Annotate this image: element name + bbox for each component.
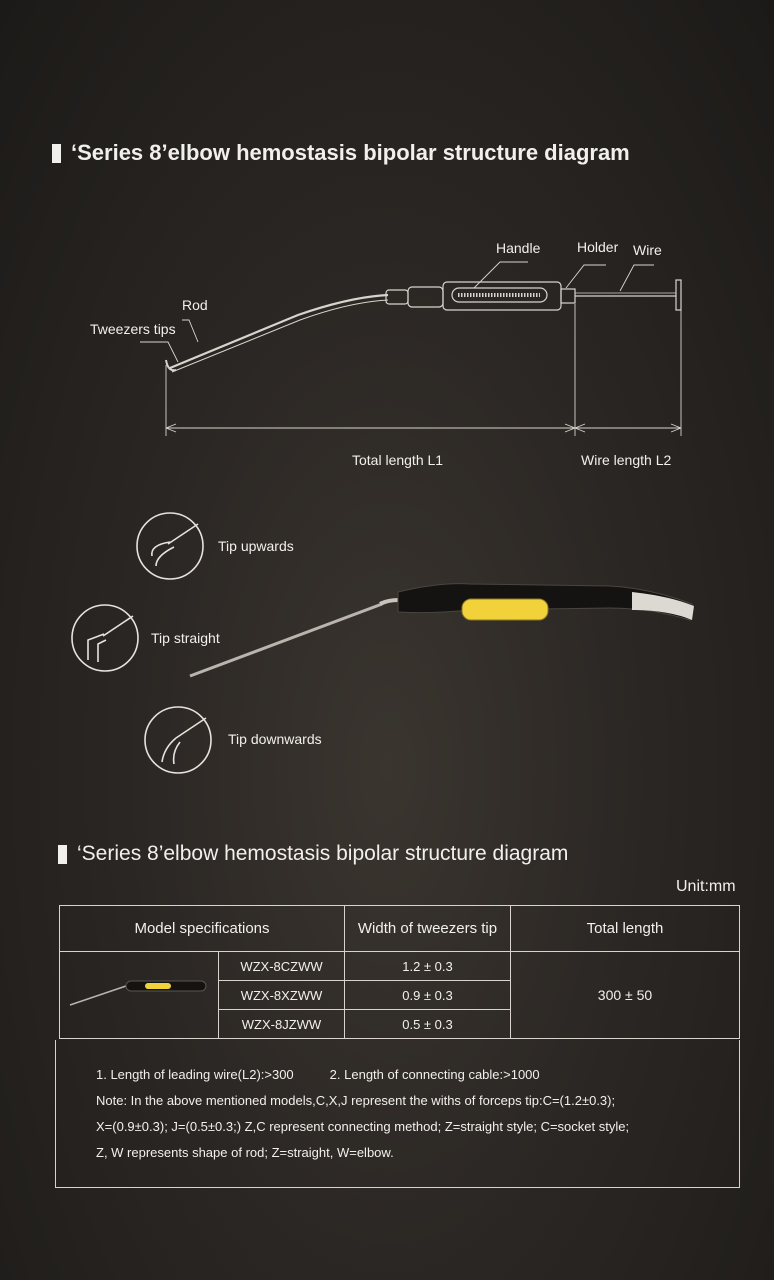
spec-table: Model specifications Width of tweezers t… bbox=[59, 905, 740, 1039]
section-title-bottom-text: ‘Series 8’elbow hemostasis bipolar struc… bbox=[77, 842, 569, 865]
width-cell: 0.5 ± 0.3 bbox=[344, 1009, 511, 1039]
note-leading-wire: 1. Length of leading wire(L2):>300 bbox=[96, 1067, 294, 1082]
section-title-top-text: ‘Series 8’elbow hemostasis bipolar struc… bbox=[71, 140, 630, 165]
tip-upwards-icon bbox=[136, 512, 204, 580]
note-connecting-cable: 2. Length of connecting cable:>1000 bbox=[329, 1067, 540, 1082]
model-cell: WZX-8JZWW bbox=[218, 1009, 345, 1039]
section-title-bottom: ‘Series 8’elbow hemostasis bipolar struc… bbox=[58, 842, 568, 866]
section-title-top: ‘Series 8’elbow hemostasis bipolar struc… bbox=[52, 140, 630, 166]
header-total: Total length bbox=[510, 905, 740, 952]
notes-line-4: Z, W represents shape of rod; Z=straight… bbox=[96, 1145, 394, 1160]
label-holder: Holder bbox=[577, 239, 619, 255]
table-row: WZX-8XZWW 0.9 ± 0.3 bbox=[60, 980, 740, 1010]
notes-line-2: Note: In the above mentioned models,C,X,… bbox=[96, 1093, 616, 1108]
thumbnail-cell bbox=[59, 951, 219, 1039]
width-cell: 0.9 ± 0.3 bbox=[344, 980, 511, 1010]
model-cell: WZX-8CZWW bbox=[218, 951, 345, 981]
width-cell: 1.2 ± 0.3 bbox=[344, 951, 511, 981]
label-wire: Wire bbox=[633, 242, 662, 258]
tip-straight-icon bbox=[71, 604, 139, 672]
label-total-length: Total length L1 bbox=[352, 452, 444, 468]
header-model: Model specifications bbox=[59, 905, 345, 952]
header-width: Width of tweezers tip bbox=[344, 905, 511, 952]
table-row: WZX-8CZWW 1.2 ± 0.3 300 ± 50 bbox=[59, 951, 740, 1039]
label-tweezers-tips: Tweezers tips bbox=[90, 321, 176, 337]
tip-downwards-icon bbox=[144, 706, 212, 774]
notes-box: 1. Length of leading wire(L2):>300 2. Len… bbox=[55, 1040, 740, 1188]
notes-line-3: X=(0.9±0.3); J=(0.5±0.3;) Z,C represent … bbox=[96, 1119, 630, 1134]
table-header-row: Model specifications Width of tweezers t… bbox=[59, 905, 740, 952]
label-wire-length: Wire length L2 bbox=[581, 452, 672, 468]
model-cell: WZX-8XZWW bbox=[218, 980, 345, 1010]
label-tip-straight: Tip straight bbox=[151, 630, 220, 646]
product-illustration bbox=[189, 583, 694, 678]
instrument-outline bbox=[140, 261, 682, 436]
label-rod: Rod bbox=[182, 297, 208, 313]
total-length-cell: 300 ± 50 bbox=[510, 951, 740, 1039]
label-tip-downwards: Tip downwards bbox=[228, 731, 322, 747]
label-tip-upwards: Tip upwards bbox=[218, 538, 294, 554]
label-handle: Handle bbox=[496, 240, 541, 256]
heading-marker bbox=[58, 844, 67, 864]
heading-marker bbox=[52, 143, 61, 163]
unit-label: Unit:mm bbox=[676, 878, 736, 895]
table-row: WZX-8JZWW 0.5 ± 0.3 bbox=[60, 1009, 740, 1039]
notes-line-1: 1. Length of leading wire(L2):>300 2. Len… bbox=[96, 1062, 739, 1088]
